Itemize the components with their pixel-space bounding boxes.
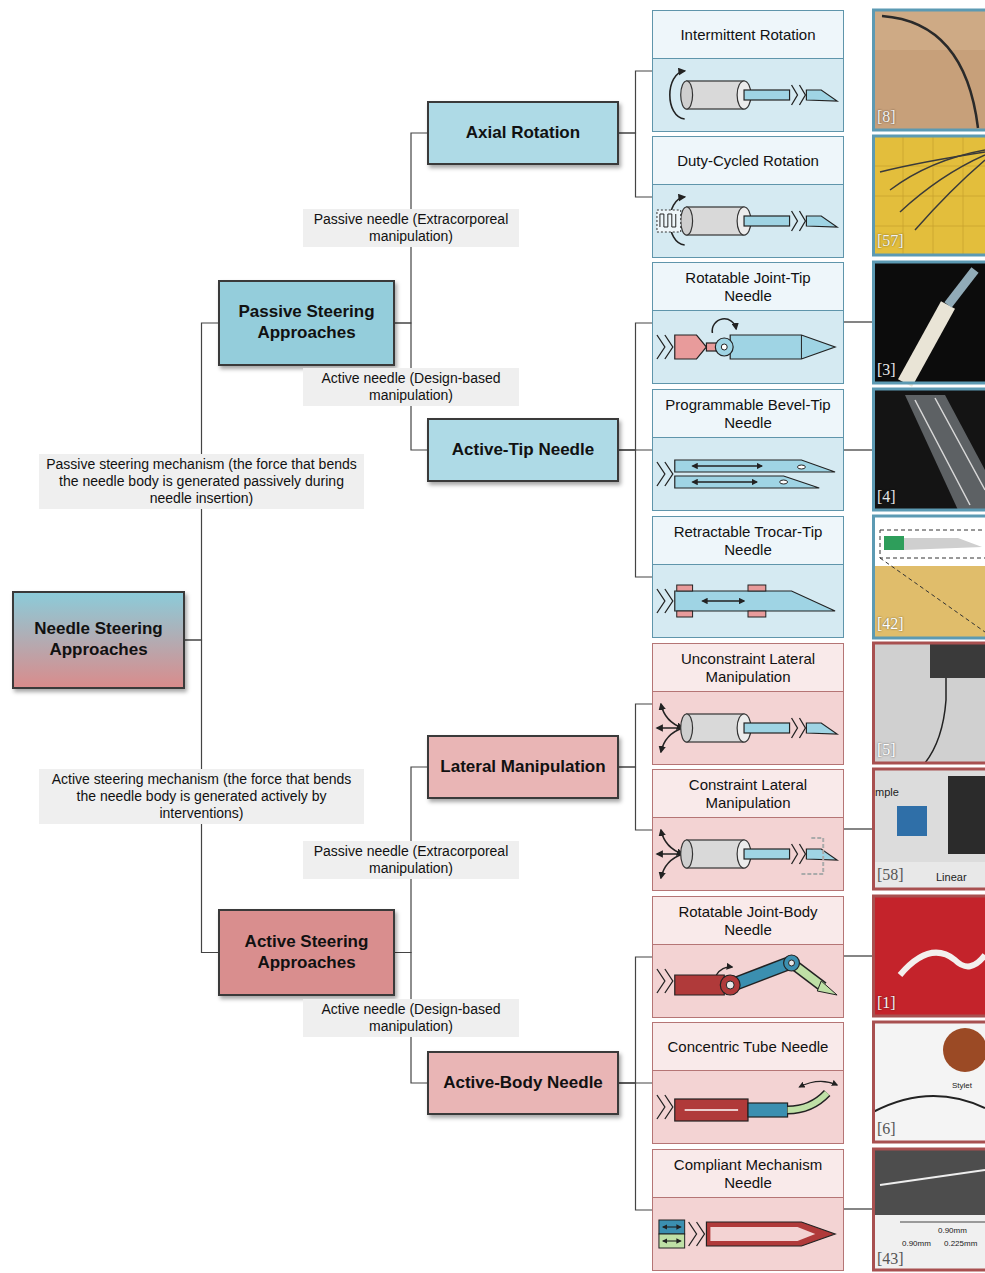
card-title: Unconstraint Lateral Manipulation <box>661 650 835 686</box>
card-header: Compliant Mechanism Needle <box>653 1150 843 1198</box>
card-title: Rotatable Joint-Tip Needle <box>661 269 835 305</box>
category-box: Needle Steering Approaches <box>12 591 185 689</box>
photo-43 <box>873 1149 985 1270</box>
photo-42 <box>873 516 985 638</box>
card-title: Compliant Mechanism Needle <box>661 1156 835 1192</box>
card-header: Unconstraint Lateral Manipulation <box>653 644 843 692</box>
category-box: Lateral Manipulation <box>427 735 619 799</box>
photo-4 <box>873 389 985 510</box>
method-card: Constraint Lateral Manipulation <box>652 769 844 891</box>
reference-number: [6] <box>877 1120 896 1138</box>
needle-illustration <box>653 818 843 890</box>
card-header: Rotatable Joint-Tip Needle <box>653 263 843 311</box>
method-card: Unconstraint Lateral Manipulation <box>652 643 844 765</box>
reference-number: [4] <box>877 488 896 506</box>
card-header: Duty-Cycled Rotation <box>653 137 843 185</box>
reference-number: [58] <box>877 866 904 884</box>
photo-1 <box>873 896 985 1016</box>
photo-annotation: mple <box>875 786 899 798</box>
category-box: Axial Rotation <box>427 101 619 165</box>
card-title: Programmable Bevel-Tip Needle <box>661 396 835 432</box>
branch-label: Passive needle (Extracorporeal manipulat… <box>303 841 519 879</box>
reference-number: [42] <box>877 615 904 633</box>
card-title: Retractable Trocar-Tip Needle <box>661 523 835 559</box>
needle-illustration <box>653 1198 843 1270</box>
photo-58 <box>873 769 985 889</box>
card-header: Retractable Trocar-Tip Needle <box>653 517 843 565</box>
method-card: Programmable Bevel-Tip Needle <box>652 389 844 511</box>
photo-6 <box>873 1022 985 1142</box>
tree-connector <box>619 450 652 577</box>
box-label: Active Steering Approaches <box>228 932 385 973</box>
category-box: Active-Body Needle <box>427 1051 619 1115</box>
method-card: Compliant Mechanism Needle <box>652 1149 844 1271</box>
tree-connector <box>619 1083 652 1210</box>
needle-illustration <box>653 1071 843 1143</box>
method-card: Rotatable Joint-Tip Needle <box>652 262 844 384</box>
needle-illustration <box>653 311 843 383</box>
box-label: Axial Rotation <box>466 123 580 144</box>
branch-label: Passive needle (Extracorporeal manipulat… <box>303 209 519 247</box>
category-box: Passive Steering Approaches <box>218 280 395 366</box>
photo-annotation: 0.225mm <box>944 1240 977 1249</box>
branch-label: Active needle (Design-based manipulation… <box>303 999 519 1037</box>
reference-number: [1] <box>877 994 896 1012</box>
photo-57 <box>873 136 985 255</box>
leader-lines <box>844 322 873 1209</box>
method-card: Duty-Cycled Rotation <box>652 136 844 258</box>
needle-illustration <box>653 438 843 510</box>
box-label: Active-Tip Needle <box>452 440 594 461</box>
card-header: Programmable Bevel-Tip Needle <box>653 390 843 438</box>
needle-illustration <box>653 185 843 257</box>
reference-number: [57] <box>877 232 904 250</box>
card-header: Concentric Tube Needle <box>653 1023 843 1071</box>
tree-connector <box>619 957 652 1083</box>
photo-annotation: Stylet <box>952 1082 972 1091</box>
needle-illustration <box>653 945 843 1017</box>
branch-label: Active steering mechanism (the force tha… <box>39 769 364 824</box>
photo-annotation: 0.90mm <box>902 1240 931 1249</box>
box-label: Lateral Manipulation <box>440 757 605 778</box>
branch-label: Passive steering mechanism (the force th… <box>39 454 364 509</box>
box-label: Active-Body Needle <box>443 1073 603 1094</box>
reference-number: [3] <box>877 361 896 379</box>
photo-borders <box>874 10 985 1270</box>
needle-illustration <box>653 565 843 637</box>
tree-connector <box>619 767 652 830</box>
tree-connector <box>619 71 652 133</box>
method-card: Rotatable Joint-Body Needle <box>652 896 844 1018</box>
category-box: Active Steering Approaches <box>218 909 395 996</box>
branch-label: Active needle (Design-based manipulation… <box>303 368 519 406</box>
card-title: Constraint Lateral Manipulation <box>661 776 835 812</box>
photo-5 <box>873 643 985 763</box>
needle-illustration <box>653 692 843 764</box>
card-title: Duty-Cycled Rotation <box>677 152 819 170</box>
card-title: Concentric Tube Needle <box>668 1038 829 1056</box>
needle-illustration <box>653 59 843 131</box>
category-box: Active-Tip Needle <box>427 418 619 482</box>
box-label: Needle Steering Approaches <box>22 619 175 660</box>
card-title: Rotatable Joint-Body Needle <box>661 903 835 939</box>
reference-number: [5] <box>877 741 896 759</box>
photo-annotation: Linear <box>936 871 967 883</box>
method-card: Intermittent Rotation <box>652 10 844 132</box>
tree-connector <box>619 133 652 197</box>
box-label: Passive Steering Approaches <box>228 302 385 343</box>
card-header: Intermittent Rotation <box>653 11 843 59</box>
photo-annotation: 0.90mm <box>938 1227 967 1236</box>
tree-connector <box>619 704 652 767</box>
method-card: Concentric Tube Needle <box>652 1022 844 1144</box>
method-card: Retractable Trocar-Tip Needle <box>652 516 844 638</box>
photo-3 <box>873 262 985 383</box>
card-title: Intermittent Rotation <box>680 26 815 44</box>
reference-number: [43] <box>877 1250 904 1268</box>
card-header: Constraint Lateral Manipulation <box>653 770 843 818</box>
card-header: Rotatable Joint-Body Needle <box>653 897 843 945</box>
photo-8 <box>873 10 985 130</box>
tree-connector <box>619 323 652 450</box>
reference-number: [8] <box>877 108 896 126</box>
